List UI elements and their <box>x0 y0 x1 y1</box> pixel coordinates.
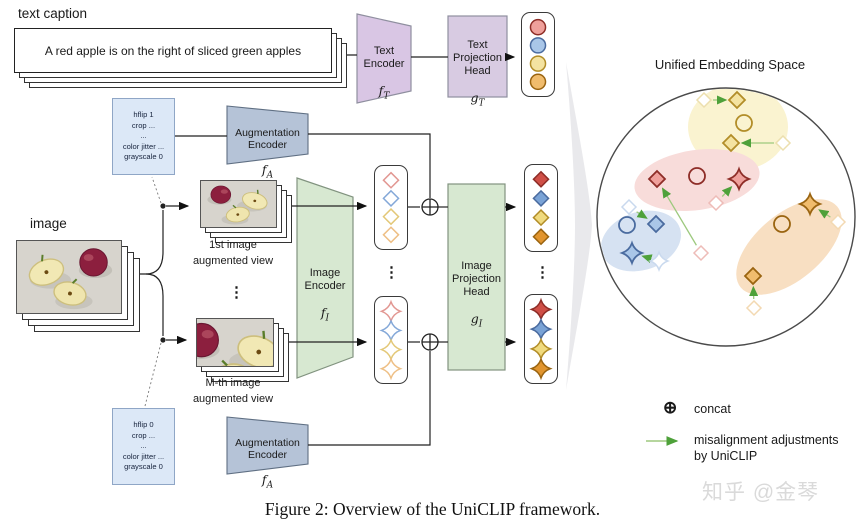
aug-encoder-top-shape <box>226 105 309 165</box>
text-caption-label: text caption <box>18 6 88 21</box>
token-column <box>529 18 547 91</box>
token-column <box>529 297 553 381</box>
text-encoder-label: Text Encoder fT <box>357 32 411 104</box>
viewM-label: M-th image augmented view <box>192 377 274 405</box>
image-projection-label: Image Projection Head gI <box>448 247 505 332</box>
text-projection-shape <box>447 15 508 98</box>
legend-concat-icon: ⊕ <box>663 398 678 417</box>
figure-caption: Figure 2: Overview of the UniCLIP framew… <box>264 499 601 519</box>
aug-encoder-name: Augmentation Encoder <box>235 127 300 151</box>
post-token-ellipsis: ⋮ <box>535 264 550 281</box>
aug-encoder-bottom-shape <box>226 416 309 475</box>
view1-embedding-tokens <box>524 164 558 252</box>
token-column <box>532 170 550 246</box>
image-projection-name: Image Projection Head <box>452 260 501 298</box>
branch-node-bottom <box>160 337 166 343</box>
token-column <box>379 299 403 381</box>
aug-encoder-name: Augmentation Encoder <box>235 437 300 461</box>
text-encoder-shape <box>356 13 412 104</box>
concat-symbol-bottom <box>421 333 439 351</box>
connector-lines <box>122 52 517 446</box>
aug-dotted-links <box>144 176 162 407</box>
image-encoder-shape <box>296 177 354 379</box>
viewM-stack <box>196 318 292 384</box>
image-projection-shape <box>447 183 506 371</box>
text-projection-symbol: gT <box>470 90 485 109</box>
embedding-space-plot <box>596 87 856 347</box>
viewM-photo <box>196 318 274 367</box>
text-encoder-name: Text Encoder <box>363 45 405 70</box>
image-photo <box>16 240 122 314</box>
image-encoder-name: Image Encoder <box>304 267 346 292</box>
view1-label: 1st image augmented view <box>192 239 274 267</box>
aug-params-bottom: hflip 0 crop ... ... color jitter ... gr… <box>112 408 175 485</box>
funnel-shape <box>566 62 592 390</box>
image-encoder-label: Image Encoder fI <box>297 254 353 326</box>
aug-params-top: hflip 1 crop ... ... color jitter ... gr… <box>112 98 175 175</box>
pre-token-ellipsis: ⋮ <box>384 264 399 281</box>
image-stack <box>16 240 146 338</box>
aug-encoder-bottom-label: Augmentation Encoder fA <box>227 425 308 493</box>
embedding-shapes <box>618 90 847 317</box>
aug-encoder-symbol: fA <box>261 162 274 181</box>
view1-feature-tokens <box>374 165 408 250</box>
branch-node-top <box>160 203 166 209</box>
legend-arrow-label: misalignment adjustments by UniCLIP <box>694 433 839 463</box>
image-encoder-symbol: fI <box>320 305 330 324</box>
misalignment-arrows <box>636 95 831 300</box>
text-caption-stack: A red apple is on the right of sliced gr… <box>14 28 354 94</box>
image-projection-symbol: gI <box>470 311 483 330</box>
view1-photo <box>200 180 277 228</box>
stack-ellipsis: ⋮ <box>229 284 244 301</box>
text-embedding-tokens <box>521 12 555 97</box>
text-projection-label: Text Projection Head gT <box>448 26 507 111</box>
watermark: 知乎 @金琴 <box>702 481 820 504</box>
viewM-feature-tokens <box>374 296 408 384</box>
aug-encoder-symbol: fA <box>261 472 274 491</box>
text-encoder-symbol: fT <box>378 83 390 102</box>
viewM-embedding-tokens <box>524 294 558 384</box>
legend-concat-label: concat <box>694 402 731 416</box>
token-column <box>382 171 400 244</box>
cluster-blob-orange <box>736 199 842 295</box>
text-projection-name: Text Projection Head <box>453 39 502 77</box>
embedding-space-title: Unified Embedding Space <box>654 57 806 72</box>
aug-encoder-top-label: Augmentation Encoder fA <box>227 115 308 183</box>
caption-text: A red apple is on the right of sliced gr… <box>14 28 332 73</box>
concat-symbol-top <box>421 198 439 216</box>
image-label: image <box>30 216 67 231</box>
view1-stack <box>200 180 295 245</box>
